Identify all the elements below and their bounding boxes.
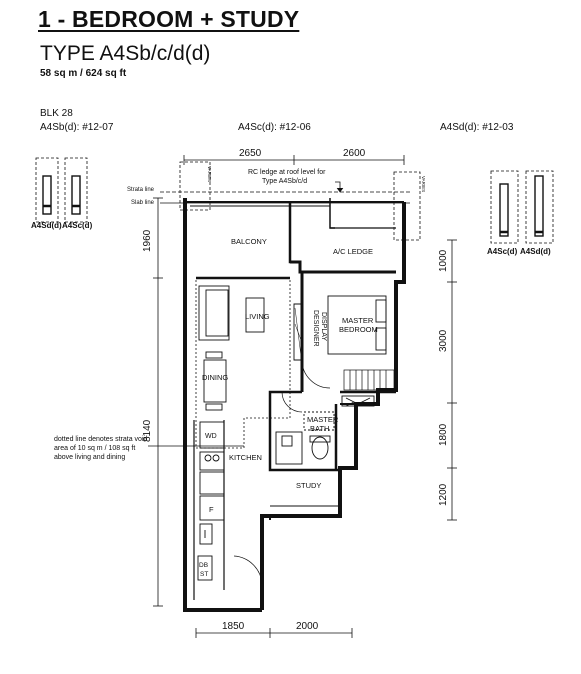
dimension-lines [153,155,457,638]
room-label-balcony: BALCONY [231,237,267,246]
block-label: BLK 28 [40,108,73,119]
unit-label-a4sc: A4Sc(d): #12-06 [238,122,311,133]
door-swings [233,359,331,585]
label-display: DISPLAY [320,312,327,341]
dim-bottom-right: 2000 [296,621,319,632]
room-label-living: LIVING [245,312,270,321]
wardrobe [343,369,395,391]
bath-fixtures [275,395,375,465]
page-title: 1 - BEDROOM + STUDY [38,6,300,32]
room-label-ac-ledge: A/C LEDGE [333,247,373,256]
strata-void-note-2: area of 10 sq m / 108 sq ft [54,445,135,452]
key-plan-left [35,157,88,223]
label-designer: DESIGNER [312,310,319,347]
room-label-master-bath-1: MASTER [307,415,339,424]
room-label-kitchen: KITCHEN [229,453,262,462]
interior-walls [193,260,396,600]
key-plan-left-label-1: A4Sd(d) [31,221,62,230]
room-label-master-bath-2: BATH [310,424,329,433]
varies-label-right: VARIES [421,176,426,192]
key-plan-right-label-1: A4Sc(d) [487,247,518,256]
rc-ledge-note-1: RC ledge at roof level for [248,169,326,176]
dim-bottom-left: 1850 [222,621,245,632]
key-plan-right-label-2: A4Sd(d) [520,247,551,256]
living-furniture [198,285,303,361]
dim-left-upper: 1960 [142,229,153,252]
room-label-study: STUDY [296,481,321,490]
label-db: DB [199,562,208,569]
dining-furniture [203,351,227,411]
strata-void-note-3: above living and dining [54,454,125,461]
room-label-dining: DINING [202,373,228,382]
slab-line-label: Slab line [131,200,155,206]
room-label-master-bedroom-1: MASTER [342,316,374,325]
unit-type: TYPE A4Sb/c/d(d) [40,42,211,65]
rc-ledge-note-2: Type A4Sb/c/d [262,178,307,185]
dim-top-right: 2600 [343,148,366,159]
room-label-master-bedroom-2: BEDROOM [339,325,378,334]
varies-label-left: VARIES [207,166,212,182]
label-wd: WD [205,433,217,440]
unit-label-a4sb: A4Sb(d): #12-07 [40,122,114,133]
label-st: ST [200,571,208,578]
dim-right-1: 1000 [438,249,449,272]
kitchen-fixtures [197,421,225,581]
unit-label-a4sd: A4Sd(d): #12-03 [440,122,514,133]
key-plan-left-label-2: A4Sc(d) [62,221,93,230]
key-plan-right [490,170,554,244]
dim-right-2: 3000 [438,329,449,352]
strata-void-outline [195,280,291,449]
dim-right-3: 1800 [438,423,449,446]
bed [327,295,387,355]
dim-top-left: 2650 [239,148,262,159]
strata-void-note-1: dotted line denotes strata void [54,436,148,443]
strata-line-label: Strata line [127,187,155,193]
dim-right-4: 1200 [438,483,449,506]
unit-size: 58 sq m / 624 sq ft [40,68,127,79]
label-fridge: F [209,505,214,514]
dim-left-lower: 8140 [142,419,153,442]
